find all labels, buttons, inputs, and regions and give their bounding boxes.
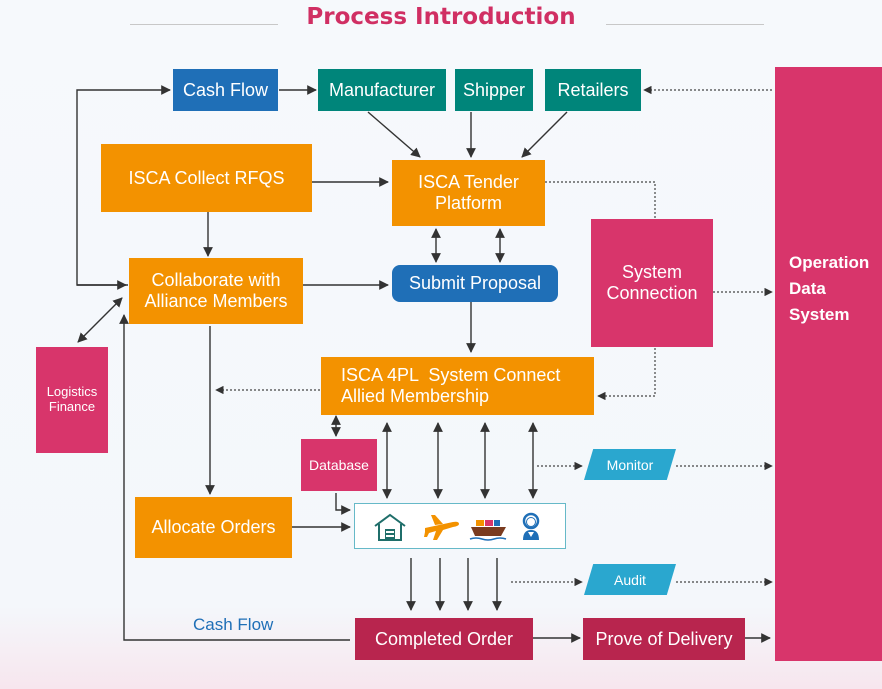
prove-of-delivery-label: Prove of Delivery [595, 628, 733, 649]
completed-order-label: Completed Order [374, 628, 514, 649]
operator-icon [522, 512, 540, 540]
system-connect-line1: ISCA 4PL System Connect [341, 365, 561, 386]
logistics-finance-line1: Logistics [46, 384, 98, 400]
tender-platform-node: ISCA Tender Platform [392, 160, 545, 226]
ods-line2: Data [789, 279, 826, 298]
database-node: Database [301, 439, 377, 491]
allocate-orders-label: Allocate Orders [151, 517, 276, 538]
retailers-label: Retailers [557, 79, 629, 100]
collaborate-line1: Collaborate with [151, 270, 281, 291]
database-label: Database [309, 456, 369, 473]
submit-proposal-label: Submit Proposal [408, 273, 542, 294]
collaborate-node: Collaborate with Alliance Members [129, 258, 303, 324]
monitor-node: Monitor [584, 449, 676, 480]
system-connection-line1: System [621, 262, 682, 283]
shipper-label: Shipper [462, 79, 526, 100]
retailers-node: Retailers [545, 69, 641, 111]
operation-data-system-node: Operation Data System [775, 67, 882, 661]
isca-collect-label: ISCA Collect RFQS [128, 167, 285, 188]
isca-collect-node: ISCA Collect RFQS [101, 144, 312, 212]
manufacturer-node: Manufacturer [318, 69, 446, 111]
system-connection-line2: Connection [606, 283, 698, 303]
tender-platform-line2: Platform [434, 193, 503, 213]
logistics-finance-line2: Finance [48, 399, 96, 414]
title-rule-left [130, 24, 278, 25]
page-title: Process Introduction [306, 4, 576, 30]
monitor-label: Monitor [606, 456, 654, 473]
logistics-finance-node: Logistics Finance [36, 347, 108, 453]
audit-label: Audit [614, 571, 646, 588]
shipper-node: Shipper [455, 69, 533, 111]
ods-line3: System [789, 305, 850, 324]
system-connect-node: ISCA 4PL System Connect Allied Membershi… [321, 357, 594, 415]
completed-order-node: Completed Order [355, 618, 533, 660]
title-rule-right [606, 24, 764, 25]
cash-flow-top-label: Cash Flow [182, 79, 269, 100]
cash-flow-top-node: Cash Flow [173, 69, 278, 111]
warehouse-icon [374, 513, 406, 541]
tender-platform-line1: ISCA Tender [418, 172, 519, 193]
prove-of-delivery-node: Prove of Delivery [583, 618, 745, 660]
allocate-orders-node: Allocate Orders [135, 497, 292, 558]
system-connect-line2: Allied Membership [341, 386, 490, 406]
submit-proposal-node: Submit Proposal [392, 265, 558, 302]
collaborate-line2: Alliance Members [144, 291, 288, 311]
system-connection-node: System Connection [591, 219, 713, 347]
cash-flow-bottom-label: Cash Flow [193, 615, 274, 634]
ods-line1: Operation [789, 253, 870, 272]
airplane-icon [424, 515, 459, 540]
cargo-ship-icon [469, 520, 507, 541]
transport-icons-panel [354, 503, 566, 549]
manufacturer-label: Manufacturer [328, 79, 436, 100]
audit-node: Audit [584, 564, 676, 595]
